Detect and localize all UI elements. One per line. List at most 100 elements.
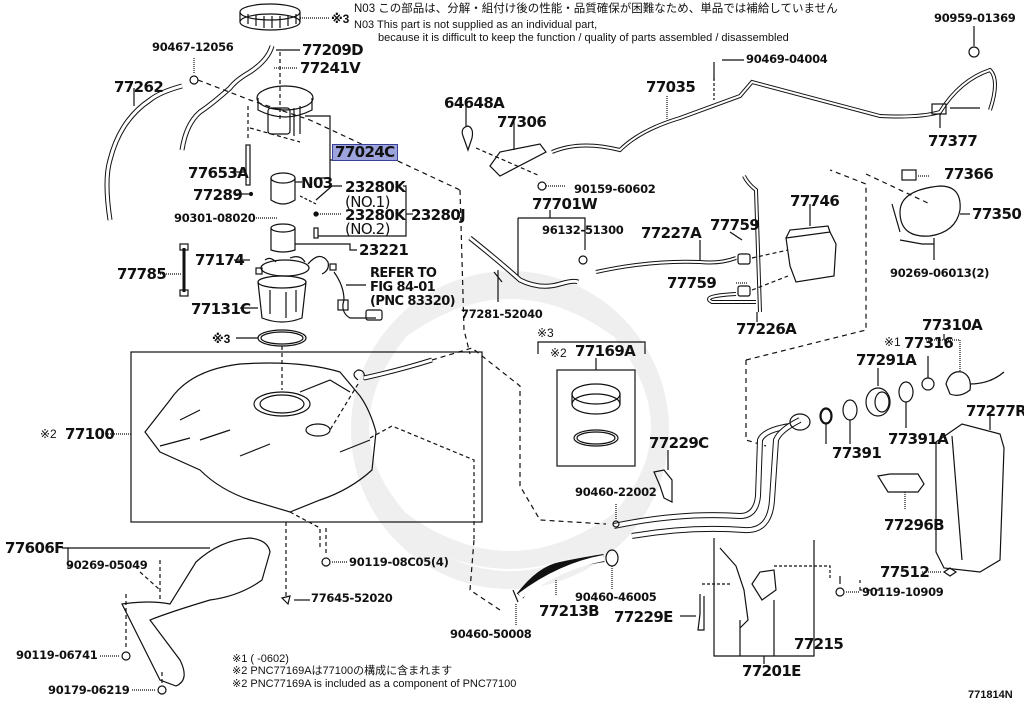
- part-77759-lower[interactable]: 77759: [667, 274, 717, 292]
- part-77316[interactable]: 77316: [904, 334, 954, 352]
- part-77169a[interactable]: 77169A: [575, 342, 636, 360]
- note-n03-en-1: N03 This part is not supplied as an indi…: [354, 19, 598, 31]
- part-90269-06013[interactable]: 90269-06013(2): [890, 266, 990, 280]
- part-77262[interactable]: 77262: [114, 78, 164, 96]
- opener-lever-77306: [461, 104, 565, 191]
- part-77289[interactable]: 77289: [193, 186, 243, 204]
- part-77291a[interactable]: 77291A: [856, 351, 917, 369]
- bracket-77296b: [877, 473, 925, 510]
- note-n03-en-2: because it is difficult to keep the func…: [378, 32, 789, 44]
- part-90469-04004[interactable]: 90469-04004: [746, 52, 828, 66]
- part-90959-01369[interactable]: 90959-01369: [934, 11, 1016, 25]
- part-77391a[interactable]: 77391A: [888, 430, 949, 448]
- filler-pipe-77201e: [612, 408, 832, 539]
- part-77281-52040[interactable]: 77281-52040: [461, 307, 543, 321]
- refer-fig-line-3[interactable]: (PNC 83320): [370, 294, 456, 309]
- part-77606f[interactable]: 77606F: [5, 539, 64, 557]
- part-23280k-2[interactable]: 23280K: [345, 206, 406, 224]
- footnote-2-en: ※2 PNC77169A is included as a component …: [232, 678, 517, 690]
- figure-code: 771814N: [968, 689, 1013, 701]
- hose-77213b: [512, 549, 619, 625]
- part-77645-52020[interactable]: 77645-52020: [311, 591, 393, 605]
- module-cup-77131c: [240, 275, 307, 323]
- part-23280k-1[interactable]: 23280K: [345, 178, 406, 196]
- part-90119-10909[interactable]: 90119-10909: [862, 585, 944, 599]
- pump-module: [249, 52, 338, 179]
- part-90467-12056[interactable]: 90467-12056: [152, 40, 234, 54]
- note-n03-jp: N03 この部品は、分解・組付け後の性能・品質確保が困難なため、単品では補給して…: [354, 3, 838, 15]
- heat-shield-77606f: [62, 522, 348, 695]
- part-77759-upper[interactable]: 77759: [710, 216, 760, 234]
- footnote-1: ※1 ( -0602): [232, 653, 289, 665]
- refer-fig-line-1[interactable]: REFER TO: [370, 266, 437, 281]
- protector-77277r: [935, 412, 1005, 573]
- part-77391[interactable]: 77391: [832, 444, 882, 462]
- brackets-77215: [680, 538, 831, 664]
- part-77653a[interactable]: 77653A: [188, 164, 249, 182]
- part-90269-05049[interactable]: 90269-05049: [66, 558, 148, 572]
- part-23280k-no2: (NO.2): [345, 220, 390, 238]
- part-77226a[interactable]: 77226A: [736, 320, 797, 338]
- fuel-door-77350: [891, 169, 970, 260]
- refer-fig-line-2[interactable]: FIG 84-01: [370, 280, 436, 295]
- part-77310a[interactable]: 77310A: [922, 316, 983, 334]
- part-77215[interactable]: 77215: [794, 635, 844, 653]
- part-77174[interactable]: 77174: [195, 251, 245, 269]
- part-90460-50008[interactable]: 90460-50008: [450, 627, 532, 641]
- part-77701w[interactable]: 77701W: [532, 195, 598, 213]
- part-90460-22002[interactable]: 90460-22002: [575, 485, 657, 499]
- part-77512[interactable]: 77512: [880, 563, 930, 581]
- part-77277r[interactable]: 77277R: [966, 402, 1024, 420]
- module-base-77174: [234, 255, 329, 277]
- sender-wire-77785: [160, 243, 189, 297]
- clip-77512: [922, 567, 958, 577]
- wiring-84-01: [329, 263, 383, 321]
- part-64648a[interactable]: 64648A: [444, 94, 505, 112]
- rod-77653a: [234, 106, 254, 197]
- part-77201e[interactable]: 77201E: [742, 662, 801, 680]
- part-90119-06741[interactable]: 90119-06741: [16, 648, 98, 662]
- gasket-top: [236, 329, 307, 390]
- cap-assembly-77310a: [819, 334, 1005, 444]
- part-77100[interactable]: 77100: [65, 425, 115, 443]
- opener-cable-77035: [551, 59, 997, 154]
- part-77229c[interactable]: 77229C: [649, 434, 709, 452]
- part-77213b[interactable]: 77213B: [539, 602, 600, 620]
- mark-star3-gasket: ※3: [212, 332, 231, 346]
- filter-n03: [270, 172, 317, 205]
- part-77241v[interactable]: 77241V: [300, 59, 361, 77]
- part-90179-06219[interactable]: 90179-06219: [48, 683, 130, 697]
- part-n03[interactable]: N03: [301, 174, 333, 192]
- canister-77746: [751, 204, 837, 291]
- part-77366[interactable]: 77366: [944, 165, 994, 183]
- part-23221[interactable]: 23221: [359, 241, 409, 259]
- part-77746[interactable]: 77746: [790, 192, 840, 210]
- bolt-90119-10909: [835, 576, 860, 597]
- part-77024c[interactable]: 77024C: [332, 144, 398, 161]
- part-77131c[interactable]: 77131C: [191, 300, 251, 318]
- part-90301-08020[interactable]: 90301-08020: [174, 211, 256, 225]
- part-77035[interactable]: 77035: [646, 78, 696, 96]
- part-77306[interactable]: 77306: [497, 113, 547, 131]
- part-77209d[interactable]: 77209D: [302, 41, 364, 59]
- kit-box-77169a: [537, 341, 646, 467]
- part-90460-46005[interactable]: 90460-46005: [575, 590, 657, 604]
- footnote-2-jp: ※2 PNC77169Aは77100の構成に含まれます: [232, 665, 453, 677]
- bracket-77229c: [653, 450, 673, 503]
- mark-star1-cap: ※1: [884, 335, 901, 349]
- mark-star2-kit: ※2: [550, 346, 567, 360]
- part-23280j[interactable]: 23280J: [411, 206, 466, 224]
- hose-77262: [104, 83, 183, 221]
- part-77227a[interactable]: 77227A: [641, 224, 702, 242]
- part-77229e[interactable]: 77229E: [614, 608, 673, 626]
- part-90119-08c05[interactable]: 90119-08C05(4): [349, 555, 449, 569]
- part-77296b[interactable]: 77296B: [884, 516, 945, 534]
- part-90159-60602[interactable]: 90159-60602: [574, 182, 656, 196]
- part-77377[interactable]: 77377: [928, 132, 978, 150]
- part-23280k-no1: (NO.1): [345, 193, 390, 211]
- bracket-77701w: [517, 210, 588, 276]
- part-96132-51300[interactable]: 96132-51300: [542, 223, 624, 237]
- part-77785[interactable]: 77785: [117, 265, 167, 283]
- part-77350[interactable]: 77350: [972, 205, 1022, 223]
